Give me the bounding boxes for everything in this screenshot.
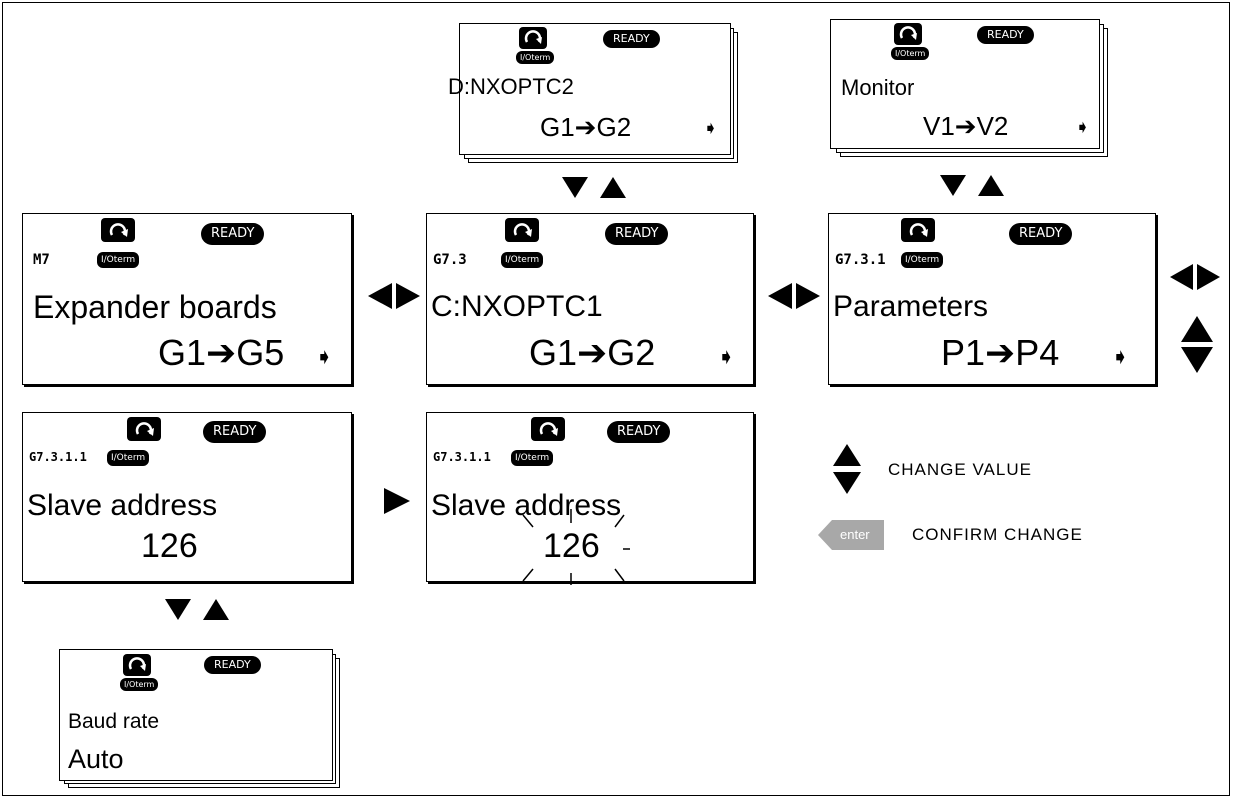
panel-value: G1➔G2 (529, 332, 656, 373)
legend-change-value: CHANGE VALUE (888, 460, 1032, 479)
rotate-direction-icon (101, 218, 135, 242)
panel-title: Parameters (833, 290, 989, 323)
panel-value: 126 (543, 527, 600, 565)
panel-value: Auto (68, 744, 124, 774)
ready-badge: READY (977, 26, 1034, 44)
io-term-badge: I/Oterm (501, 252, 544, 268)
panel-value: G1➔G5 (158, 332, 285, 373)
panel-value: G1➔G2 (540, 112, 632, 142)
panel-baud-rate: I/Oterm READY Baud rate Auto (59, 649, 333, 781)
panel-m7-expander-boards: READY M7 I/Oterm Expander boards G1➔G5 ➧ (22, 213, 352, 385)
panel-title: Baud rate (68, 710, 160, 733)
panel-value: P1➔P4 (941, 332, 1060, 373)
panel-g731-parameters: READY G7.3.1 I/Oterm Parameters P1➔P4 ➧ (828, 213, 1156, 385)
menu-code: G7.3.1.1 (433, 450, 491, 464)
legend-confirm-change: CONFIRM CHANGE (912, 525, 1083, 544)
rotate-direction-icon (505, 218, 539, 242)
panel-title: D:NXOPTC2 (448, 74, 574, 99)
rotate-direction-icon (123, 654, 151, 676)
down-up-arrows-icon (940, 175, 1004, 196)
panel-monitor: I/Oterm READY Monitor V1➔V2 ➧ (830, 19, 1100, 149)
panel-value: 126 (141, 527, 198, 565)
enter-key-label: enter (840, 527, 870, 542)
rotate-direction-icon (519, 27, 547, 49)
io-term-badge: I/Oterm (516, 51, 555, 64)
right-arrow-icon (384, 488, 410, 514)
rotate-direction-icon (127, 417, 161, 441)
down-up-arrows-icon (562, 177, 626, 198)
menu-code: G7.3.1 (835, 252, 886, 268)
menu-code: M7 (33, 252, 50, 268)
left-right-arrows-icon (368, 283, 420, 309)
more-arrow-icon: ➧ (315, 344, 334, 369)
ready-badge: READY (1009, 223, 1073, 245)
panel-title: Monitor (841, 75, 915, 100)
more-arrow-icon: ➧ (703, 118, 719, 138)
more-arrow-icon: ➧ (717, 344, 736, 369)
ready-badge: READY (203, 421, 267, 443)
panel-title: Slave address (431, 489, 622, 522)
down-up-arrows-icon (165, 599, 229, 620)
panel-title: Expander boards (33, 289, 277, 325)
io-term-badge: I/Oterm (511, 450, 554, 466)
up-down-arrows-icon (833, 444, 861, 494)
up-down-arrows-icon (1181, 316, 1213, 373)
blink-indicator-icon (522, 509, 630, 585)
ready-badge: READY (607, 421, 671, 443)
ready-badge: READY (603, 30, 660, 48)
enter-key-icon: enter (818, 520, 884, 550)
panel-value: V1➔V2 (923, 111, 1009, 141)
left-right-arrows-icon (768, 283, 820, 309)
io-term-badge: I/Oterm (120, 678, 159, 691)
panel-title: Slave address (27, 489, 218, 522)
ready-badge: READY (204, 656, 261, 674)
left-right-arrows-icon (1170, 264, 1220, 290)
rotate-direction-icon (901, 218, 935, 242)
io-term-badge: I/Oterm (107, 450, 150, 466)
panel-slave-address-editing: READY G7.3.1.1 I/Oterm Slave address 126 (426, 412, 754, 585)
panel-g73-nxoptc1: READY G7.3 I/Oterm C:NXOPTC1 G1➔G2 ➧ (426, 213, 754, 385)
rotate-direction-icon (531, 417, 565, 441)
more-arrow-icon: ➧ (1111, 344, 1130, 369)
panel-slave-address: READY G7.3.1.1 I/Oterm Slave address 126 (22, 412, 352, 582)
panel-title: C:NXOPTC1 (431, 290, 603, 323)
io-term-badge: I/Oterm (891, 47, 930, 60)
more-arrow-icon: ➧ (1075, 117, 1091, 137)
io-term-badge: I/Oterm (97, 252, 140, 268)
rotate-direction-icon (894, 23, 922, 45)
panel-d-nxoptc2: I/Oterm READY D:NXOPTC2 G1➔G2 ➧ (448, 23, 731, 155)
menu-code: G7.3 (433, 252, 467, 268)
ready-badge: READY (201, 223, 265, 245)
io-term-badge: I/Oterm (901, 252, 944, 268)
menu-code: G7.3.1.1 (29, 450, 87, 464)
ready-badge: READY (605, 223, 669, 245)
